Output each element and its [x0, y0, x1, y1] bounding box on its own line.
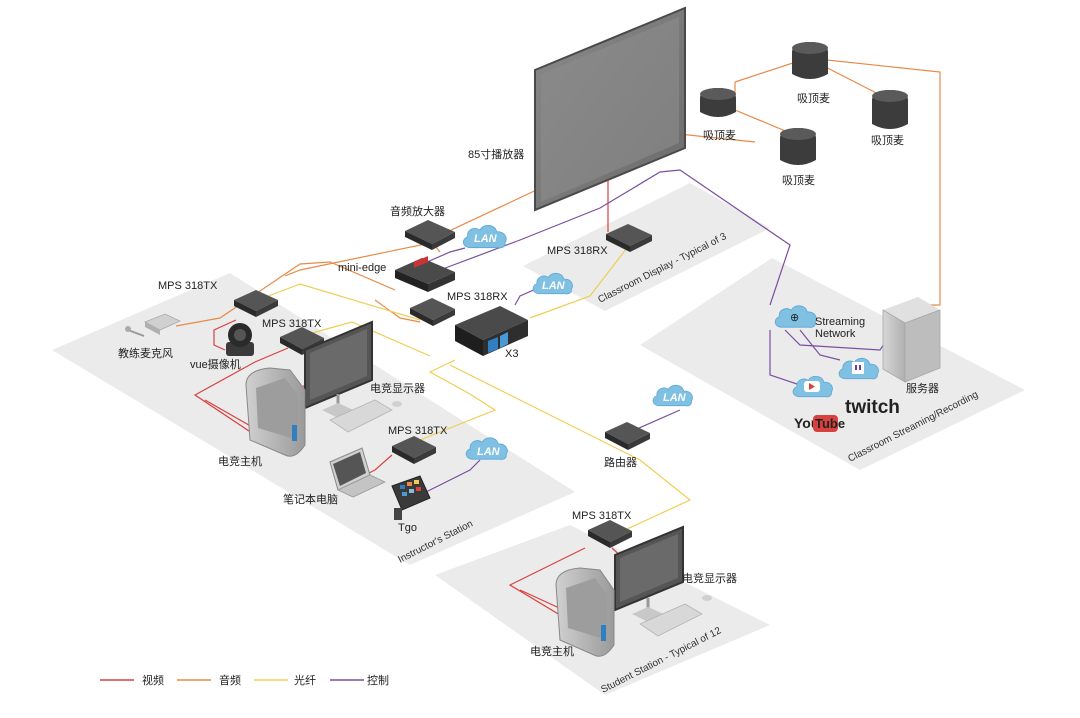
- display-85-inch: [534, 6, 686, 212]
- cable-control: [419, 459, 481, 496]
- ceiling-mic-label: 吸顶麦: [782, 174, 815, 187]
- rx-mid-label: MPS 318RX: [447, 291, 508, 303]
- rx-top-label: MPS 318RX: [547, 245, 608, 257]
- lan-cloud: LAN: [462, 224, 507, 249]
- legend-label-fiber: 光纤: [294, 673, 316, 687]
- coach-microphone: [125, 313, 181, 337]
- mps-318tx-mic: [234, 290, 278, 317]
- lan-cloud: LAN: [532, 272, 573, 295]
- tx-mic-label: MPS 318TX: [158, 280, 218, 292]
- cable-control: [799, 329, 841, 361]
- gaming-pc: [245, 367, 306, 457]
- svg-text:LAN: LAN: [542, 280, 566, 292]
- legend: 视频 音频 光纤 控制: [100, 673, 389, 687]
- ceiling-mic: [792, 42, 828, 79]
- cable-fiber: [311, 321, 431, 357]
- svg-text:LAN: LAN: [477, 446, 501, 458]
- streaming-network-cloud: ⊕: [774, 305, 817, 328]
- monitor2-label: 电竞显示器: [682, 571, 737, 585]
- cable-fiber: [529, 243, 631, 319]
- gaming-pc: [555, 567, 615, 657]
- mps-318tx-laptop: [392, 436, 436, 464]
- tx-cam-label: MPS 318TX: [262, 318, 322, 330]
- cable-fiber: [449, 364, 692, 531]
- legend-label-control: 控制: [367, 673, 389, 687]
- youtube-logo: You Tube: [794, 415, 845, 432]
- router-label: 路由器: [604, 455, 637, 469]
- legend-label-audio: 音频: [219, 673, 241, 687]
- cable-audio: [374, 299, 421, 323]
- keyboard: [329, 399, 402, 433]
- mini-edge-switcher: [395, 256, 455, 292]
- zone-instructor: [52, 273, 575, 565]
- streaming-network-label: Streaming: [815, 316, 865, 328]
- router: [605, 422, 650, 450]
- cable-control: [769, 330, 801, 386]
- monitor1-label: 电竞显示器: [370, 381, 425, 395]
- mini-edge-label: mini-edge: [338, 262, 386, 274]
- svg-text:⊕: ⊕: [790, 312, 799, 324]
- ceiling-mic-label: 吸顶麦: [703, 129, 736, 142]
- x3-label: X3: [505, 348, 518, 360]
- gaming-monitor: [304, 320, 373, 420]
- ceiling-mic: [780, 128, 816, 165]
- svg-text:Tube: Tube: [815, 416, 845, 431]
- cable-video: [193, 347, 289, 446]
- legend-label-video: 视频: [142, 673, 164, 687]
- server: [882, 297, 941, 383]
- tgo-panel: [391, 475, 431, 520]
- svg-text:LAN: LAN: [663, 392, 687, 404]
- cable-fiber: [257, 283, 421, 321]
- cable-audio: [284, 242, 431, 277]
- ceiling-mic: [872, 90, 908, 129]
- cable-fiber: [419, 359, 497, 441]
- player-label: 85寸播放器: [468, 147, 524, 161]
- zone-classroom-display: [523, 183, 770, 311]
- laptop-label: 笔记本电脑: [283, 492, 338, 506]
- youtube-cloud: [792, 375, 833, 398]
- amp-label: 音频放大器: [390, 204, 445, 218]
- cable-control: [439, 169, 791, 306]
- ceiling-mic: [700, 88, 736, 117]
- cable-audio: [734, 57, 941, 306]
- laptop: [329, 447, 386, 498]
- ceiling-mic-label: 吸顶麦: [797, 92, 830, 105]
- server-label: 服务器: [906, 382, 939, 395]
- pc2-label: 电竞主机: [530, 644, 574, 658]
- cable-video: [213, 319, 237, 351]
- pc1-label: 电竞主机: [218, 454, 262, 468]
- lan-cloud: LAN: [652, 384, 693, 407]
- zone-streaming: [640, 258, 1025, 470]
- lan-cloud: LAN: [465, 437, 508, 460]
- x3-device: [455, 306, 528, 356]
- gaming-monitor: [614, 525, 684, 624]
- cable-video: [508, 547, 586, 619]
- tx-student-label: MPS 318TX: [572, 510, 632, 522]
- tx-laptop-label: MPS 318TX: [388, 425, 448, 437]
- mps-318tx-student: [588, 520, 632, 548]
- mps-318rx-mid: [410, 298, 455, 326]
- ptz-camera: [226, 323, 254, 356]
- twitch-cloud: [838, 357, 879, 380]
- coach-mic-label: 教练麦克风: [118, 346, 173, 360]
- mps-318rx-display: [606, 224, 652, 252]
- svg-text:LAN: LAN: [474, 233, 498, 245]
- ceiling-mic-label: 吸顶麦: [871, 134, 904, 147]
- streaming-network-label-2: Network: [815, 328, 856, 340]
- keyboard: [639, 595, 712, 637]
- twitch-logo: twitch: [845, 397, 900, 418]
- camera-label: vue摄像机: [190, 357, 241, 371]
- tgo-label: Tgo: [398, 522, 417, 534]
- cable-audio: [175, 261, 396, 327]
- audio-amplifier: [405, 220, 455, 250]
